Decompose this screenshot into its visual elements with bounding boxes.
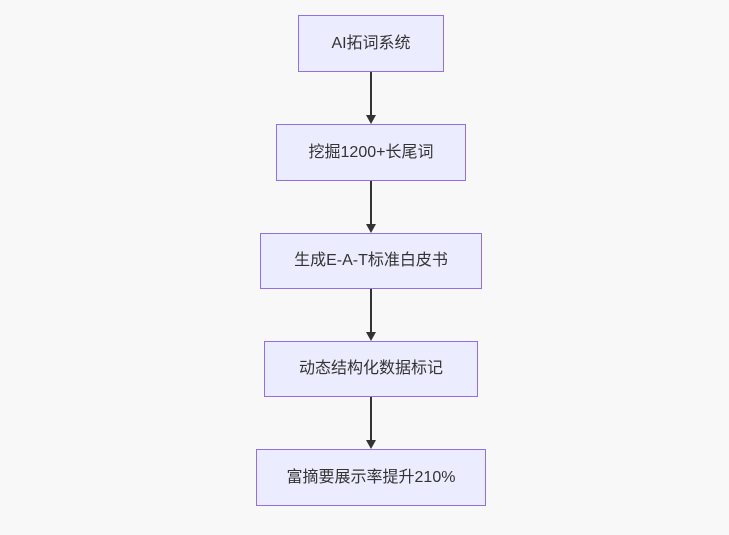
arrow-head-icon: [366, 440, 376, 449]
flow-arrow-4: [366, 397, 376, 449]
node-label: AI拓词系统: [331, 34, 411, 52]
arrow-line: [370, 181, 372, 224]
node-label: 富摘要展示率提升210%: [286, 468, 456, 486]
node-label: 动态结构化数据标记: [298, 360, 443, 377]
flow-node-eat-whitepaper: 生成E-A-T标准白皮书: [260, 233, 482, 289]
flow-node-rich-snippet-result: 富摘要展示率提升210%: [256, 449, 486, 506]
arrow-line: [370, 289, 372, 332]
flow-arrow-2: [366, 181, 376, 233]
node-label: 挖掘1200+长尾词: [308, 143, 434, 161]
arrow-line: [370, 397, 372, 440]
flowchart: AI拓词系统 挖掘1200+长尾词 生成E-A-T标准白皮书 动态结构化数据标记: [256, 15, 486, 506]
flow-node-ai-keyword-system: AI拓词系统: [298, 15, 444, 72]
arrow-head-icon: [366, 224, 376, 233]
flow-arrow-1: [366, 72, 376, 124]
node-label: 生成E-A-T标准白皮书: [294, 252, 448, 269]
flow-node-structured-data-markup: 动态结构化数据标记: [264, 341, 478, 397]
arrow-line: [370, 72, 372, 115]
arrow-head-icon: [366, 332, 376, 341]
arrow-head-icon: [366, 115, 376, 124]
flow-arrow-3: [366, 289, 376, 341]
flow-node-longtail-mining: 挖掘1200+长尾词: [276, 124, 466, 181]
